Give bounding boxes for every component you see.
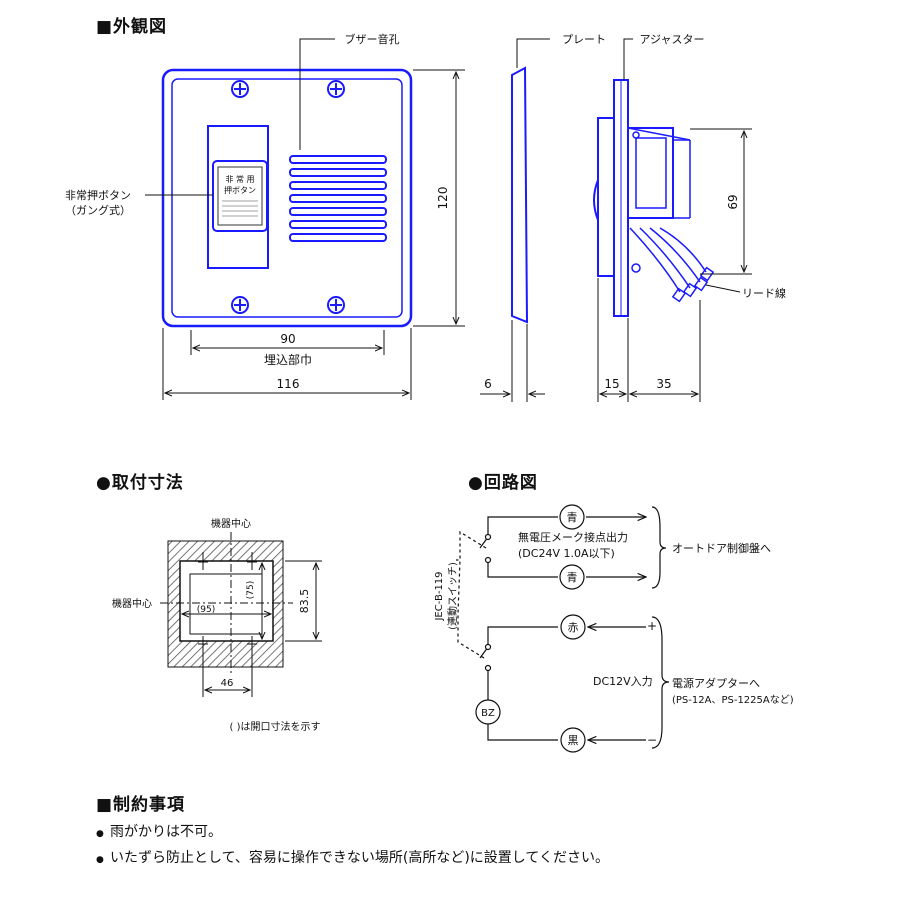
wire — [487, 516, 558, 537]
emergency-button — [212, 160, 268, 232]
dim-83-5: 83.5 — [298, 589, 311, 614]
terminal-blue-bottom — [559, 564, 585, 590]
dim-46: 46 — [221, 678, 234, 689]
switch-label-2: (連動スイッチ) — [446, 562, 459, 630]
button-face-line2: 押ボタン — [224, 185, 256, 195]
box-bump — [593, 179, 599, 221]
opening — [179, 560, 274, 642]
dim-95: (95) — [197, 605, 215, 615]
restrictions-heading: ■制約事項 — [96, 795, 186, 815]
button-face-line1: 非 常 用 — [225, 174, 254, 184]
device-center-top: 機器中心 — [211, 517, 251, 530]
dim-35: 35 — [656, 377, 671, 391]
buzzer-leader — [299, 38, 335, 150]
lead-leader — [705, 284, 741, 293]
button-face-fine-print — [222, 200, 258, 217]
dim-69: 69 — [726, 194, 740, 209]
plate-inner — [171, 78, 403, 318]
dim-116: 116 — [277, 377, 300, 391]
to-adapter-label-2: (PS-12A、PS-1225Aなど) — [672, 694, 794, 706]
circuit-heading: ●回路図 — [468, 473, 538, 493]
device-center-left: 機器中心 — [112, 597, 152, 610]
list-item: ● いたずら防止として、容易に操作できない場所(高所など)に設置してください。 — [96, 846, 609, 872]
brace — [651, 506, 667, 589]
to-adapter-label-1: 電源アダプターへ — [672, 676, 760, 690]
terminal-black — [560, 727, 586, 753]
mounting-heading: ●取付寸法 — [96, 473, 184, 493]
button-frame — [207, 125, 269, 269]
terminal-black-label: 黒 — [568, 734, 579, 747]
bullet-icon: ● — [96, 855, 104, 865]
dim-6: 6 — [484, 377, 492, 391]
plate-leader — [516, 38, 550, 68]
to-door-label: オートドア制御盤へ — [672, 541, 771, 555]
adjuster-label: アジャスター — [639, 33, 704, 46]
terminal-blue-top-label: 青 — [567, 511, 578, 524]
bullet-icon: ● — [96, 829, 104, 839]
restriction-text: いたずら防止として、容易に操作できない場所(高所など)に設置してください。 — [110, 850, 609, 866]
lead-wire — [639, 227, 691, 289]
lead-wire — [649, 227, 701, 283]
plate-side — [511, 66, 529, 324]
circuit-diagram — [456, 504, 670, 753]
screw-icon — [327, 296, 345, 314]
dim-90: 90 — [280, 332, 295, 346]
lead-wire-label: リード線 — [742, 286, 786, 300]
lead-wire — [629, 227, 681, 293]
mounting-note: ( )は開口寸法を示す — [230, 720, 321, 733]
wire — [487, 626, 558, 647]
list-item: ● 雨がかりは不可。 — [96, 820, 609, 846]
linkage-line — [457, 559, 485, 659]
appearance-heading: ■外観図 — [96, 17, 168, 37]
dim-120: 120 — [436, 187, 450, 210]
embed-width-label: 埋込部巾 — [264, 352, 312, 367]
plus-sign: + — [647, 619, 657, 633]
wire — [487, 724, 558, 741]
terminal-red — [560, 614, 586, 640]
minus-sign: − — [647, 733, 657, 747]
mounting-drawing — [160, 532, 322, 697]
terminal-blue-top — [559, 504, 585, 530]
emergency-button-label-2: （ガング式） — [65, 203, 131, 217]
terminal-blue-bottom-label: 青 — [567, 571, 578, 584]
buzzer-symbol — [475, 699, 501, 725]
screw-icon — [231, 80, 249, 98]
buzzer-holes-label: ブザー音孔 — [345, 32, 400, 46]
dc12v-label: DC12V入力 — [593, 675, 653, 688]
emergency-button-label-1: 非常押ボタン — [65, 188, 131, 202]
plate-label: プレート — [562, 33, 606, 46]
front-view — [161, 68, 413, 328]
dim-15: 15 — [604, 377, 619, 391]
terminal-red-label: 赤 — [568, 621, 579, 634]
restrictions-list: ● 雨がかりは不可。 ● いたずら防止として、容易に操作できない場所(高所など)に設… — [96, 820, 609, 872]
linkage-line — [456, 530, 487, 561]
lead-wire — [659, 227, 707, 273]
screw-icon — [231, 296, 249, 314]
contact-label-1: 無電圧メーク接点出力 — [518, 530, 628, 544]
adjuster-leader — [623, 38, 633, 80]
wire — [487, 560, 558, 578]
plate-outer — [161, 68, 413, 328]
screw-icon — [327, 80, 345, 98]
button-face — [217, 166, 263, 226]
restriction-text: 雨がかりは不可。 — [110, 824, 222, 840]
buzzer-label: BZ — [481, 708, 495, 719]
buzzer-slots — [289, 155, 387, 242]
dim-75: (75) — [246, 581, 256, 599]
contact-label-2: (DC24V 1.0A以下) — [518, 547, 615, 560]
box-side — [597, 117, 615, 277]
side-view — [511, 66, 715, 324]
brace — [651, 616, 670, 749]
switch-label-1: JEC-B-119 — [434, 571, 445, 621]
